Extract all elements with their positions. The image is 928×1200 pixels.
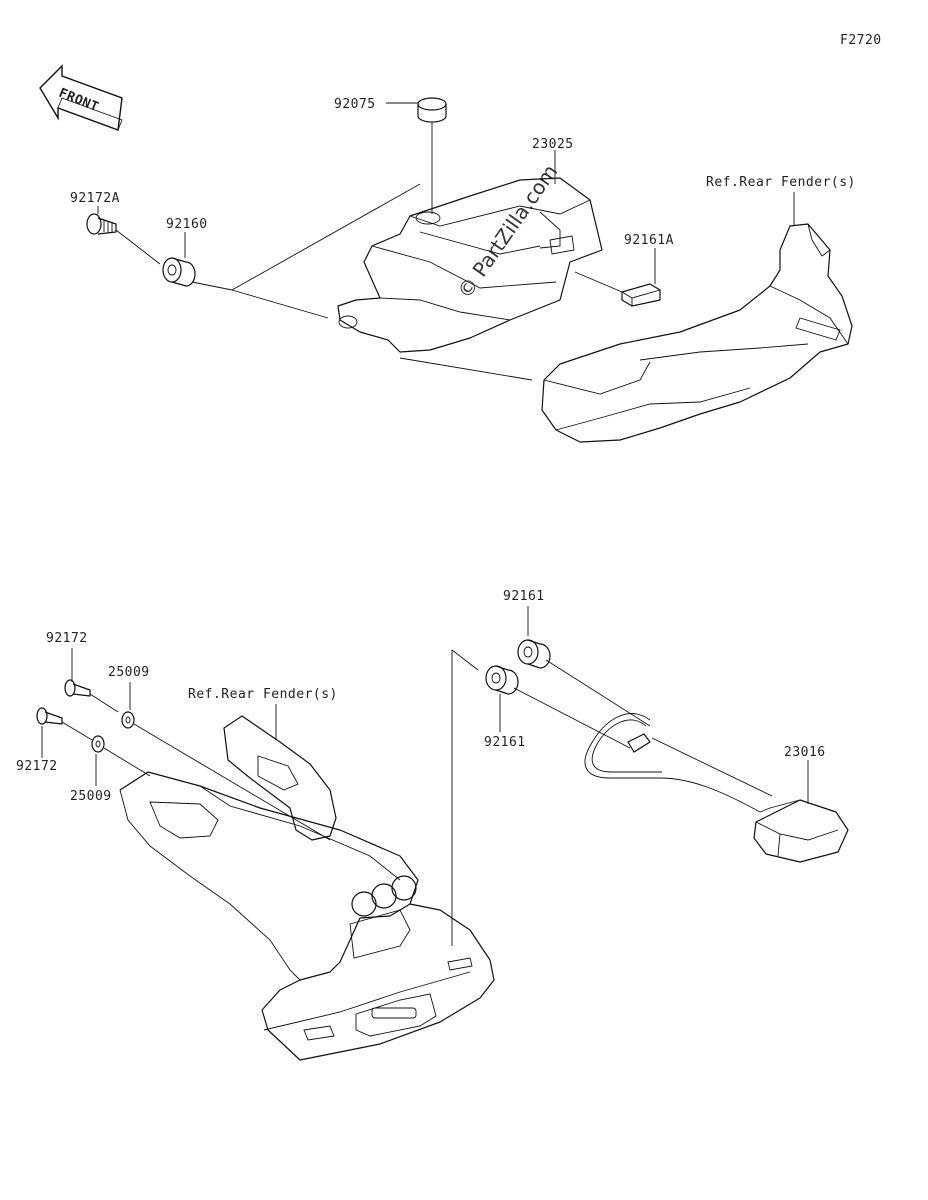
- figure-code: F2720: [840, 33, 882, 48]
- leader-line: [513, 687, 631, 749]
- screw-92172-top[interactable]: [64, 679, 91, 697]
- label-92172-top: 92172: [46, 631, 88, 646]
- rear-fender-top[interactable]: [541, 223, 853, 443]
- label-25009-bottom: 25009: [70, 789, 112, 804]
- leader-line: [61, 721, 93, 741]
- leader-line: [451, 649, 479, 671]
- grommet-92161-top[interactable]: [517, 639, 551, 669]
- label-23025: 23025: [532, 137, 574, 152]
- label-92161A: 92161A: [624, 233, 674, 248]
- label-92161-top: 92161: [503, 589, 545, 604]
- leader-line: [545, 659, 651, 727]
- grommet-92161-bottom[interactable]: [485, 665, 519, 695]
- screw-92172-bottom[interactable]: [36, 707, 63, 725]
- leader-line: [103, 747, 151, 777]
- turn-signal-23016[interactable]: [584, 713, 849, 863]
- leader-line: [115, 229, 161, 265]
- leader-line: [651, 737, 773, 797]
- label-92172-bottom: 92172: [16, 759, 58, 774]
- leader-line: [133, 723, 331, 841]
- screw-92172A[interactable]: [86, 213, 117, 235]
- assembly-frame-line: [231, 289, 329, 319]
- leader-line: [574, 271, 623, 293]
- label-92172A: 92172A: [70, 191, 120, 206]
- washer-25009-top[interactable]: [121, 711, 135, 729]
- label-92075: 92075: [334, 97, 376, 112]
- label-92161-bottom: 92161: [484, 735, 526, 750]
- leader-line: [89, 693, 119, 713]
- assembly-frame-line: [399, 357, 533, 381]
- leader-line: [191, 281, 233, 291]
- watermark: © PartZilla.com: [452, 160, 562, 303]
- label-92160: 92160: [166, 217, 208, 232]
- label-23016: 23016: [784, 745, 826, 760]
- front-direction-arrow-icon: FRONT: [39, 64, 123, 131]
- label-ref-rear-fender-top: Ref.Rear Fender(s): [706, 175, 856, 190]
- license-plate-bracket[interactable]: [119, 715, 495, 1061]
- assembly-frame-line: [231, 183, 421, 291]
- bracket-23025[interactable]: [337, 177, 603, 353]
- label-25009-top: 25009: [108, 665, 150, 680]
- clip-92161A[interactable]: [621, 283, 661, 307]
- washer-25009-bottom[interactable]: [91, 735, 105, 753]
- grommet-92160[interactable]: [162, 257, 196, 287]
- label-ref-rear-fender-bottom: Ref.Rear Fender(s): [188, 687, 338, 702]
- grommet-92075[interactable]: [417, 97, 447, 123]
